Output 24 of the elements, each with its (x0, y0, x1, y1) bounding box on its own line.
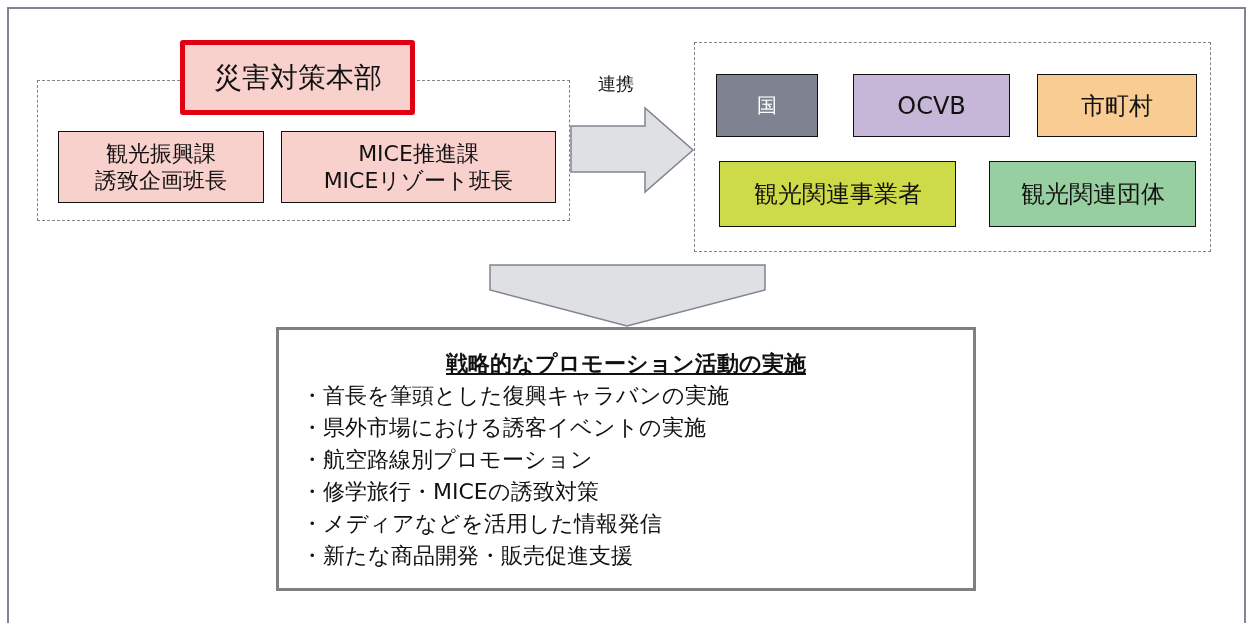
block-arrow (570, 106, 695, 194)
chevron-arrow (489, 264, 766, 327)
headquarters-box: 災害対策本部 (180, 40, 415, 115)
panel-heading: 戦略的なプロモーション活動の実施 (446, 350, 806, 378)
bullet-item: ・新たな商品開発・販売促進支援 (301, 542, 633, 570)
bullet-item: ・メディアなどを活用した情報発信 (301, 510, 662, 538)
bullet-item: ・首長を筆頭とした復興キャラバンの実施 (301, 382, 729, 410)
activity-panel (276, 327, 976, 591)
organization-box: OCVB (853, 74, 1010, 137)
bullet-item: ・県外市場における誘客イベントの実施 (301, 414, 706, 442)
bullet-item: ・修学旅行・MICEの誘致対策 (301, 478, 599, 506)
section-box (58, 131, 264, 203)
organization-box: 国 (716, 74, 818, 137)
section-box (281, 131, 556, 203)
organization-box: 観光関連事業者 (719, 161, 956, 227)
organization-box: 市町村 (1037, 74, 1197, 137)
organization-box: 観光関連団体 (989, 161, 1196, 227)
section-name: 観光振興課 (106, 139, 216, 167)
position-title: MICEリゾート班長 (323, 167, 514, 195)
edge-label: 連携 (598, 72, 634, 96)
dashed-group-frame (694, 42, 1211, 252)
bullet-item: ・航空路線別プロモーション (301, 446, 593, 474)
section-name: MICE推進課 (358, 139, 479, 167)
position-title: 誘致企画班長 (95, 167, 227, 195)
